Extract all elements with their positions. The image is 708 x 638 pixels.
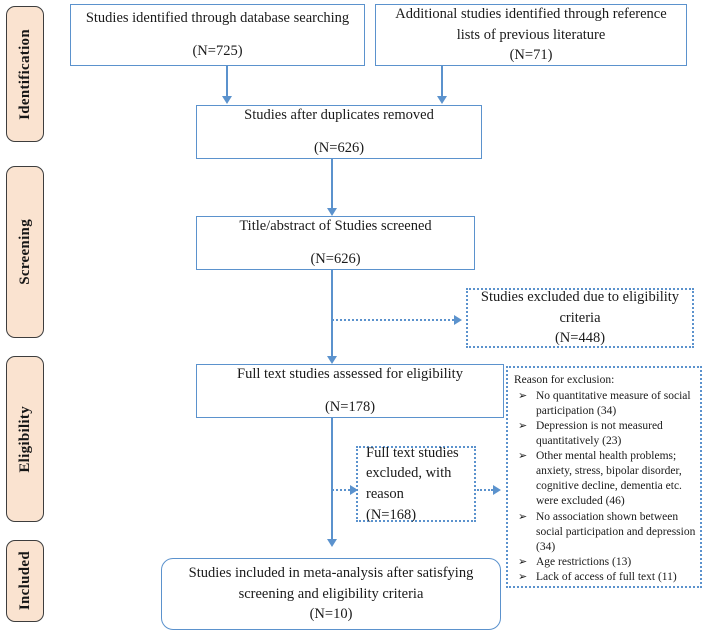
arrow-excluded-to-reasons [493,485,501,495]
exclusion-reason-text: Depression is not measured quantitativel… [536,420,663,448]
connector-duplicates-to-screened [331,159,333,209]
arrow-bullet-icon: ➢ [518,510,528,523]
box-full-text-excluded-count: (N=168) [366,506,417,523]
connector-database-to-duplicates [226,66,228,97]
box-full-text-excluded-line3: reason [366,486,404,502]
exclusion-reason-text: Small sample size (5) [536,587,635,588]
connector-additional-to-duplicates [441,66,443,97]
box-included-studies-line2: screening and eligibility criteria [238,585,424,602]
exclusion-reason-text: No quantitative measure of social partic… [536,389,691,417]
box-included-studies-line1: Studies included in meta-analysis after … [188,565,474,582]
exclusion-reason-item: ➢ Age restrictions (13) [514,555,696,570]
stage-label-screening: Screening [6,166,44,338]
exclusion-reason-item: ➢ Small sample size (5) [514,586,696,588]
exclusion-reason-text: Age restrictions (13) [536,556,632,569]
box-additional-studies-line2: lists of previous literature [456,26,606,43]
stage-label-eligibility: Eligibility [6,356,44,522]
connector-screened-to-fulltext [331,270,333,357]
box-additional-studies: Additional studies identified through re… [375,4,687,66]
box-studies-excluded-count: (N=448) [554,330,606,347]
exclusion-reason-item: ➢ No association shown between social pa… [514,510,696,555]
box-full-text-excluded-line1: Full text studies [366,444,459,461]
box-duplicates-removed: Studies after duplicates removed (N=626) [196,105,482,159]
arrow-bullet-icon: ➢ [518,389,528,402]
arrow-fulltext-to-excluded [350,485,358,495]
box-exclusion-reasons: Reason for exclusion: ➢ No quantitative … [506,366,702,588]
exclusion-reason-text: Other mental health problems; anxiety, s… [536,450,682,508]
box-full-text-assessed-count: (N=178) [324,399,376,415]
box-duplicates-removed-text: Studies after duplicates removed [244,107,434,124]
connector-fulltext-to-included [331,418,333,540]
arrow-bullet-icon: ➢ [518,450,528,463]
box-title-abstract-screened: Title/abstract of Studies screened (N=62… [196,216,475,270]
box-database-searching-count: (N=725) [192,43,243,59]
box-additional-studies-count: (N=71) [509,47,553,64]
box-title-abstract-screened-text: Title/abstract of Studies screened [239,218,432,235]
box-title-abstract-screened-count: (N=626) [310,251,361,267]
exclusion-reasons-list: ➢ No quantitative measure of social part… [514,389,696,588]
stage-label-identification: Identification [6,6,44,142]
box-full-text-assessed-text: Full text studies assessed for eligibili… [237,366,463,383]
arrow-bullet-icon: ➢ [518,571,528,584]
arrow-bullet-icon: ➢ [518,556,528,569]
box-full-text-assessed: Full text studies assessed for eligibili… [196,364,504,418]
arrow-additional-to-duplicates [437,96,447,104]
box-database-searching: Studies identified through database sear… [70,4,365,66]
exclusion-reasons-title: Reason for exclusion: [514,374,615,386]
connector-excluded-to-reasons [477,489,493,491]
box-included-studies: Studies included in meta-analysis after … [161,558,501,630]
exclusion-reason-item: ➢ Depression is not measured quantitativ… [514,419,696,449]
exclusion-reason-item: ➢ Lack of access of full text (11) [514,570,696,585]
stage-label-screening-text: Screening [16,219,33,285]
stage-label-included-text: Included [16,551,33,611]
arrow-duplicates-to-screened [327,208,337,216]
connector-screened-to-excluded [332,319,454,321]
arrow-screened-to-fulltext [327,356,337,364]
arrow-bullet-icon: ➢ [518,420,528,433]
exclusion-reason-item: ➢ No quantitative measure of social part… [514,389,696,419]
arrow-bullet-icon: ➢ [518,586,527,587]
exclusion-reason-item: ➢ Other mental health problems; anxiety,… [514,449,696,509]
arrow-database-to-duplicates [222,96,232,104]
arrow-fulltext-to-included [327,539,337,547]
exclusion-reason-text: Lack of access of full text (11) [536,571,677,584]
box-database-searching-text: Studies identified through database sear… [85,10,350,27]
box-included-studies-count: (N=10) [309,606,353,623]
box-studies-excluded-line1: Studies excluded due to eligibility [480,289,680,306]
stage-label-identification-text: Identification [16,28,33,120]
exclusion-reason-text: No association shown between social part… [536,510,696,553]
box-duplicates-removed-count: (N=626) [313,140,365,156]
stage-label-eligibility-text: Eligibility [16,405,33,473]
connector-fulltext-to-excluded [332,489,350,491]
box-full-text-excluded-line2: excluded, with [366,465,452,482]
box-full-text-excluded: Full text studies excluded, with reason … [356,444,476,523]
box-studies-excluded: Studies excluded due to eligibility crit… [466,288,694,348]
box-studies-excluded-line2: criteria [559,309,601,326]
stage-label-included: Included [6,540,44,622]
arrow-screened-to-excluded [454,315,462,325]
box-additional-studies-line1: Additional studies identified through re… [395,6,667,23]
